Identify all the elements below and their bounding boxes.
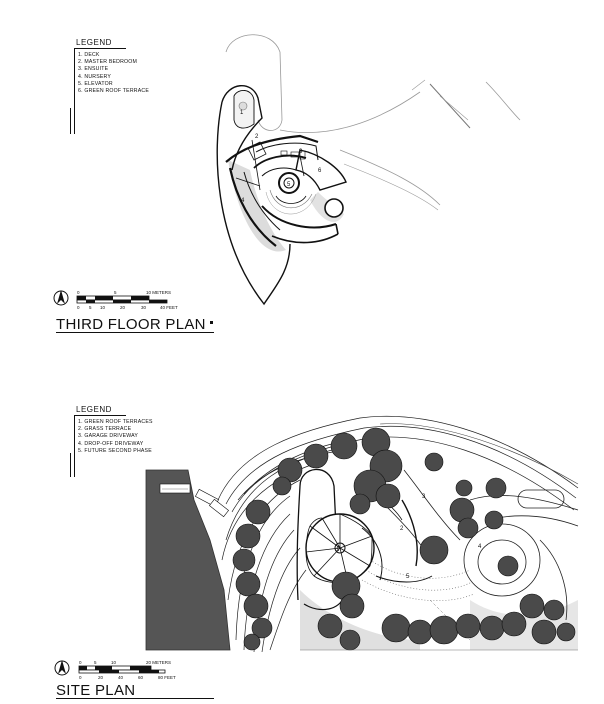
legend-rule — [74, 48, 126, 49]
scale-label: 10 METERS — [146, 290, 172, 295]
room-number: 2 — [255, 134, 259, 140]
area-number: 3 — [422, 494, 426, 500]
site-area-labels: 1 2 3 4 5 — [336, 494, 482, 580]
legend-rule — [74, 415, 126, 416]
legend-item: 3. ENSUITE — [78, 66, 109, 73]
scale-label: 40 — [118, 675, 124, 680]
legend-item: 3. GARAGE DRIVEWAY — [78, 433, 139, 440]
house-footprint — [296, 468, 433, 611]
legend-item: 4. NURSERY — [78, 73, 112, 80]
room-number: 4 — [241, 198, 245, 204]
area-number: 1 — [336, 547, 340, 553]
scale-label: 10 — [100, 305, 106, 310]
legend-list: 1. DECK 2. MASTER BEDROOM 3. ENSUITE 4. … — [78, 52, 149, 95]
trees — [232, 427, 576, 651]
scale-label: 10 — [111, 660, 117, 665]
scale-label: 5 — [114, 290, 117, 295]
legend-item: 5. FUTURE SECOND PHASE — [78, 447, 152, 454]
site-plan — [145, 415, 579, 653]
third-floor-plan — [216, 34, 521, 306]
room-number: 3 — [299, 149, 303, 155]
area-number: 2 — [400, 526, 404, 532]
legend-title: LEGEND — [76, 38, 112, 47]
room-number: 5 — [287, 182, 291, 188]
area-number: 5 — [406, 574, 410, 580]
legend-stem — [70, 108, 71, 134]
room-number: 1 — [240, 110, 244, 116]
legend-item: 5. ELEVATOR — [78, 80, 113, 87]
dock — [159, 483, 229, 518]
scale-label: 20 — [98, 675, 104, 680]
scale-label: 40 FEET — [160, 305, 178, 310]
water-area — [145, 469, 231, 651]
legend-stem — [70, 453, 71, 477]
title-rule — [56, 698, 214, 699]
legend-stem — [74, 415, 75, 477]
scale-label: 5 — [94, 660, 97, 665]
title-rule — [56, 332, 214, 333]
legend-item: 6. GREEN ROOF TERRACE — [78, 88, 149, 95]
legend-item: 2. MASTER BEDROOM — [78, 59, 138, 66]
area-number: 4 — [478, 544, 482, 550]
site-scale-bar — [54, 660, 166, 676]
scale-label: 20 — [120, 305, 126, 310]
scale-label: 60 — [138, 675, 144, 680]
north-arrow-mark — [57, 290, 65, 304]
scale-label: 0 — [77, 290, 80, 295]
third-floor-room-labels: 1 2 3 4 5 6 — [240, 110, 322, 204]
scale-label: 0 — [79, 660, 82, 665]
north-arrow-mark — [58, 660, 66, 674]
legend-title: LEGEND — [76, 405, 112, 414]
legend-item: 1. GREEN ROOF TERRACES — [78, 419, 153, 425]
site-legend: LEGEND 1. GREEN ROOF TERRACES 2. GRASS T… — [62, 405, 222, 495]
site-plan-title: SITE PLAN — [56, 682, 136, 699]
scale-label: 80 FEET — [158, 675, 176, 680]
contour-lines — [217, 415, 579, 653]
legend-list: 1. GREEN ROOF TERRACES 2. GRASS TERRACE … — [78, 419, 153, 455]
legend-item: 4. DROP-OFF DRIVEWAY — [78, 440, 144, 447]
legend-item: 1. DECK — [78, 52, 100, 58]
legend-item: 2. GRASS TERRACE — [78, 426, 132, 433]
third-floor-legend: LEGEND 1. DECK 2. MASTER BEDROOM 3. ENSU… — [62, 38, 222, 138]
scale-label: 0 — [77, 305, 80, 310]
scale-label: 0 — [79, 675, 82, 680]
third-floor-plan-title: THIRD FLOOR PLAN — [56, 316, 206, 333]
third-floor-scale-bar — [53, 290, 168, 306]
title-dot — [210, 321, 213, 324]
scale-label: 30 — [141, 305, 147, 310]
scale-label: 5 — [89, 305, 92, 310]
scale-label: 20 METERS — [146, 660, 172, 665]
room-number: 6 — [318, 168, 322, 174]
legend-stem — [74, 48, 75, 134]
